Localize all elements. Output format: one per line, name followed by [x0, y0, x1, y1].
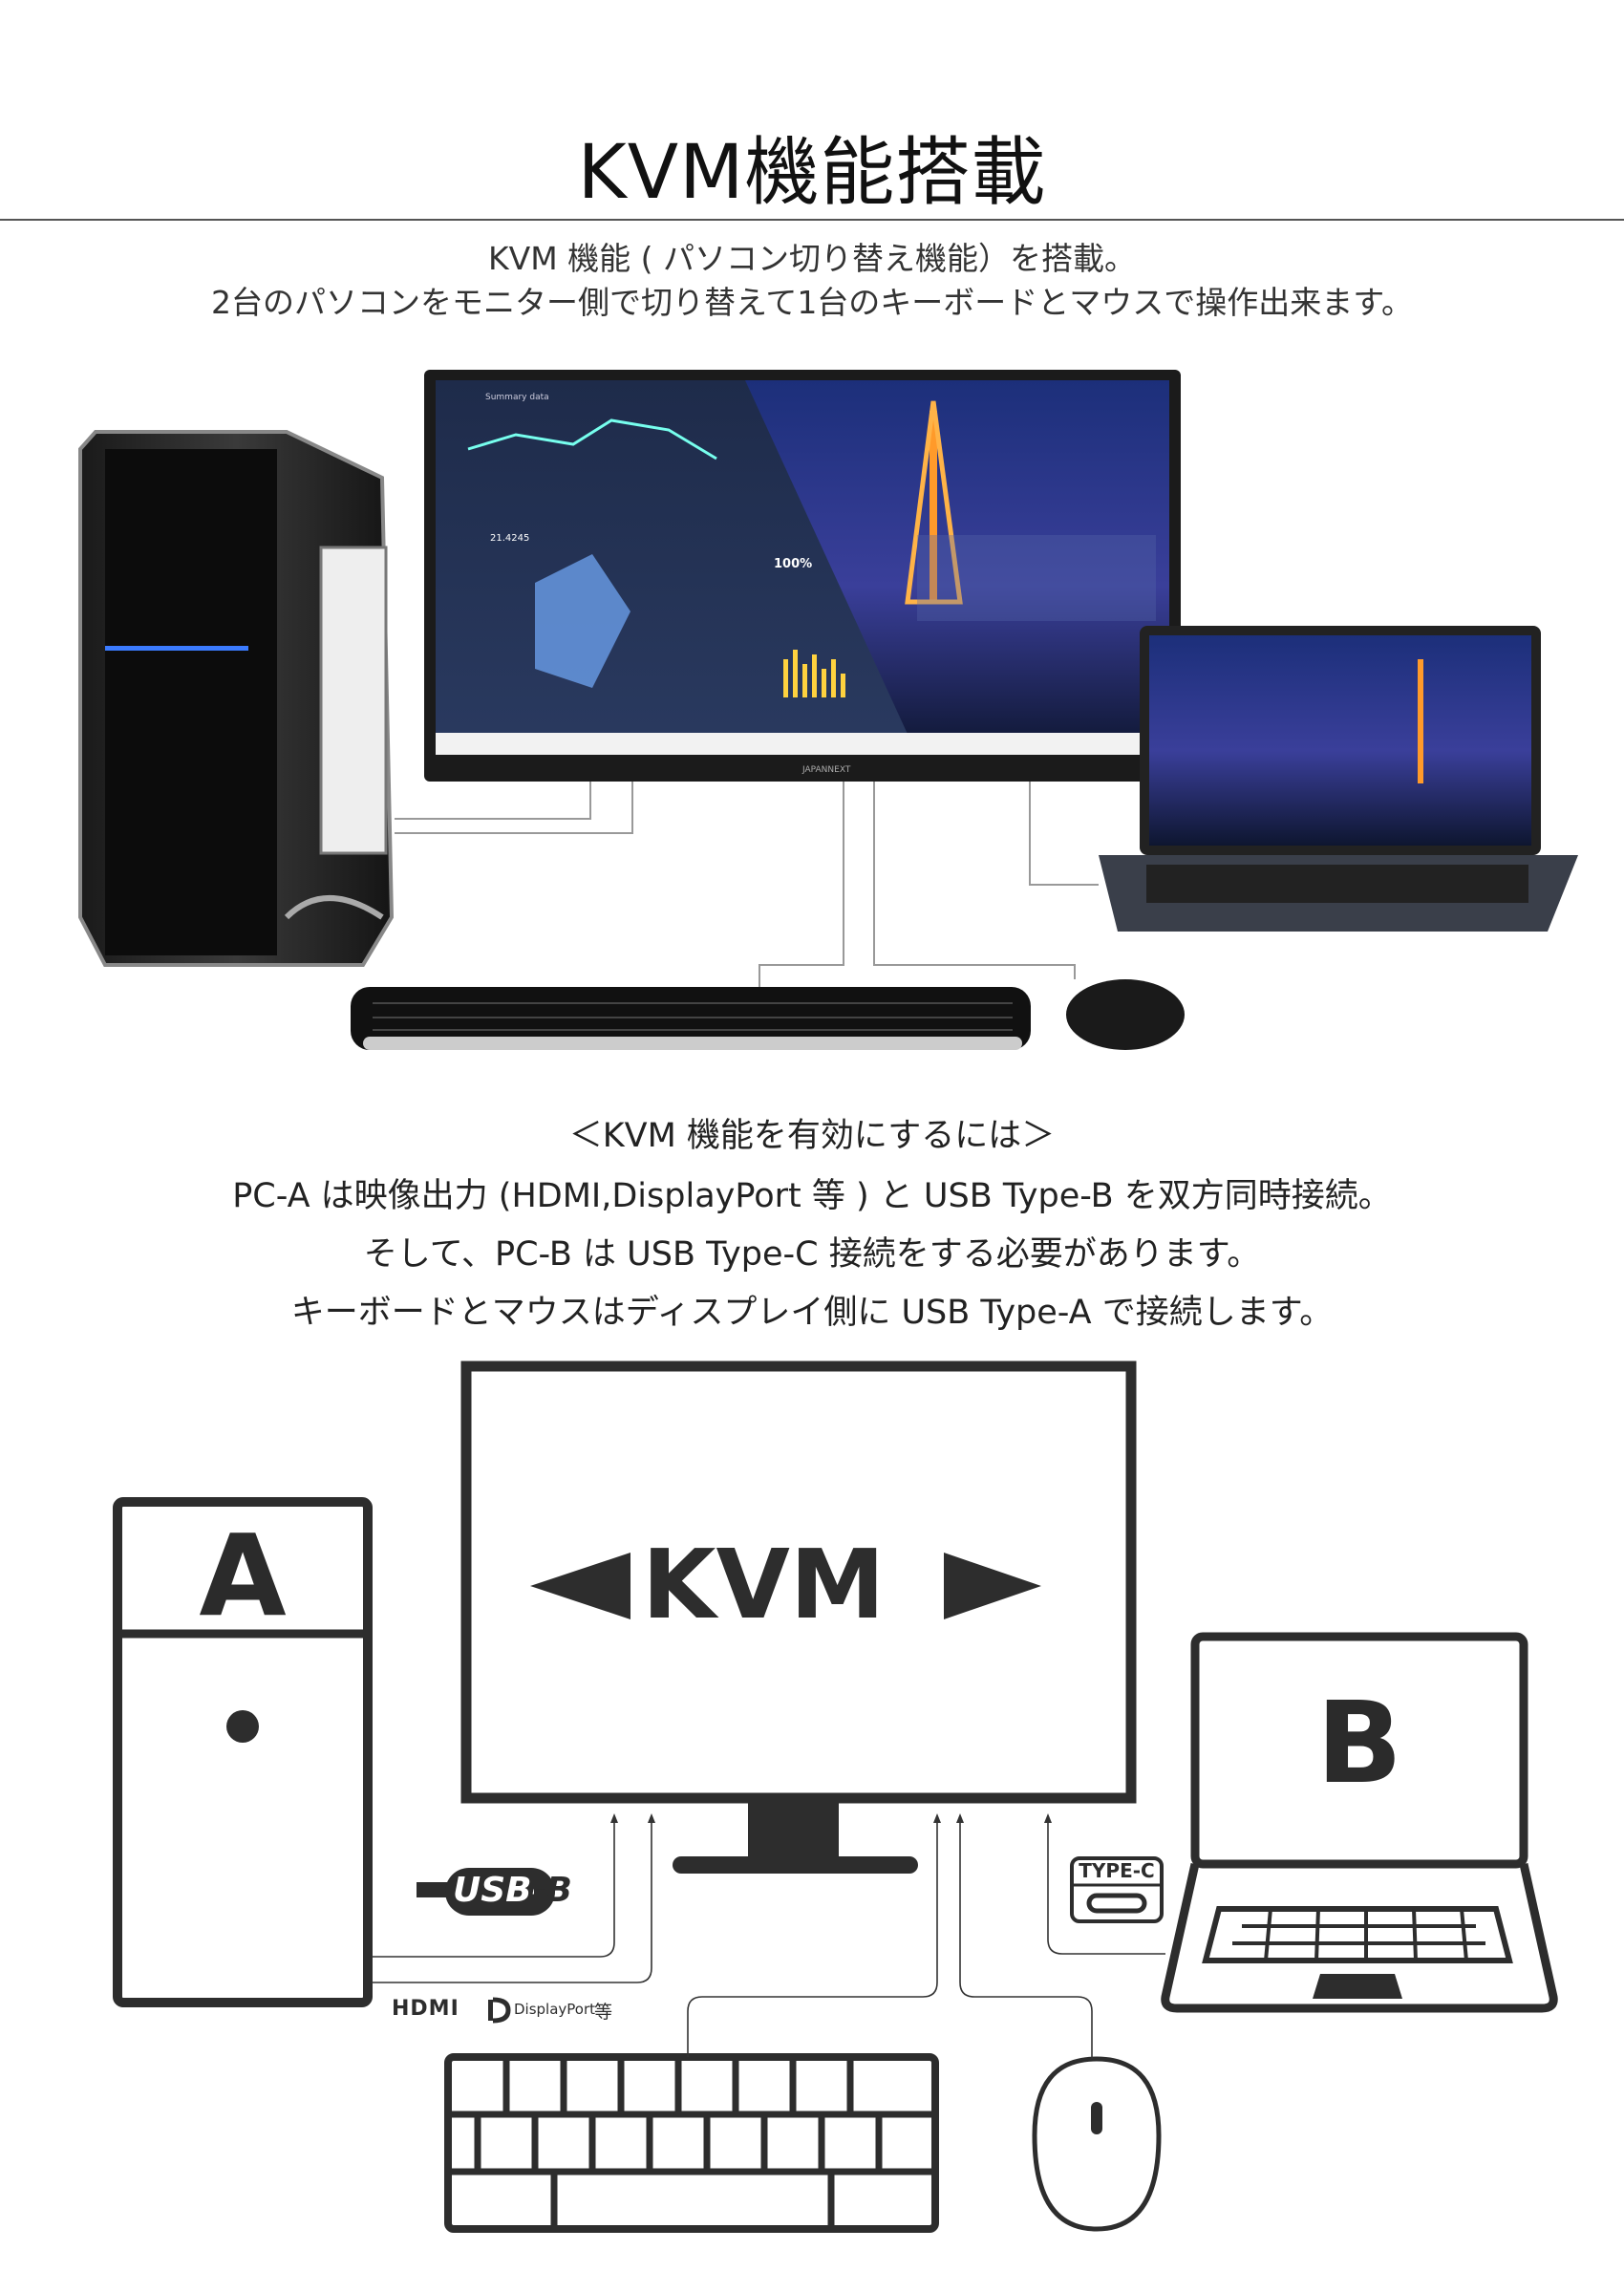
intro-line-2: 2台のパソコンをモニター側で切り替えて1台のキーボードとマウスで操作出来ます。 [210, 284, 1414, 321]
type-c-badge [1070, 1856, 1164, 1923]
mouse-photo [1066, 979, 1185, 1050]
howto-line-2: そして、PC-B は USB Type-C 接続をする必要があります。 [363, 1235, 1261, 1274]
screen-percent: 100% [774, 557, 812, 571]
intro-line-1: KVM 機能 ( パソコン切り替え機能）を搭載。 [487, 240, 1137, 277]
diagram-pc-a [113, 1497, 373, 2007]
screen-label: Summary data [485, 393, 549, 402]
pc-a-label: A [199, 1510, 287, 1641]
arrow-left-icon [530, 1553, 630, 1619]
pc-a-power-dot [226, 1710, 259, 1743]
displayport-logo: DisplayPort [514, 2001, 596, 2018]
diagram-monitor [460, 1361, 1137, 1804]
usb-b-logo-text: USB-B [453, 1871, 572, 1910]
howto-heading: ＜KVM 機能を有効にするには＞ [568, 1117, 1056, 1155]
product-photo: Summary data 21.4245 100% JAPANNEXT [78, 370, 1578, 1050]
photo-cables [395, 782, 1099, 987]
diagram-mouse [1032, 2056, 1162, 2232]
howto-line-3: キーボードとマウスはディスプレイ側に USB Type-A で接続します。 [290, 1294, 1334, 1332]
usb-b-logo [445, 1868, 555, 1916]
displayport-icon [492, 1997, 511, 2024]
diagram-laptop-screen [1190, 1632, 1528, 1869]
keyboard-photo [351, 987, 1031, 1050]
arrow-right-icon [944, 1553, 1041, 1619]
diagram-monitor-stand [673, 1856, 918, 1874]
pc-tower-photo [78, 430, 395, 967]
hdmi-logo: HDMI [392, 1997, 459, 2021]
screen-value: 21.4245 [490, 533, 529, 544]
howto-line-1: PC-A は映像出力 (HDMI,DisplayPort 等 ) と USB T… [232, 1177, 1392, 1215]
pc-b-label: B [1316, 1677, 1402, 1809]
etc-label: 等 [594, 2002, 613, 2023]
laptop-photo [1099, 626, 1578, 932]
kvm-label: KVM [642, 1529, 886, 1640]
monitor-brand: JAPANNEXT [801, 765, 851, 775]
page-title: KVM機能搭載 [577, 130, 1047, 216]
diagram-cables [372, 1820, 1165, 2059]
monitor-photo: Summary data 21.4245 100% JAPANNEXT [424, 370, 1181, 782]
title-divider [0, 219, 1624, 221]
type-c-label: TYPE-C [1079, 1859, 1155, 1882]
diagram-keyboard [444, 2053, 939, 2233]
diagram-laptop-base [1161, 1863, 1558, 2013]
